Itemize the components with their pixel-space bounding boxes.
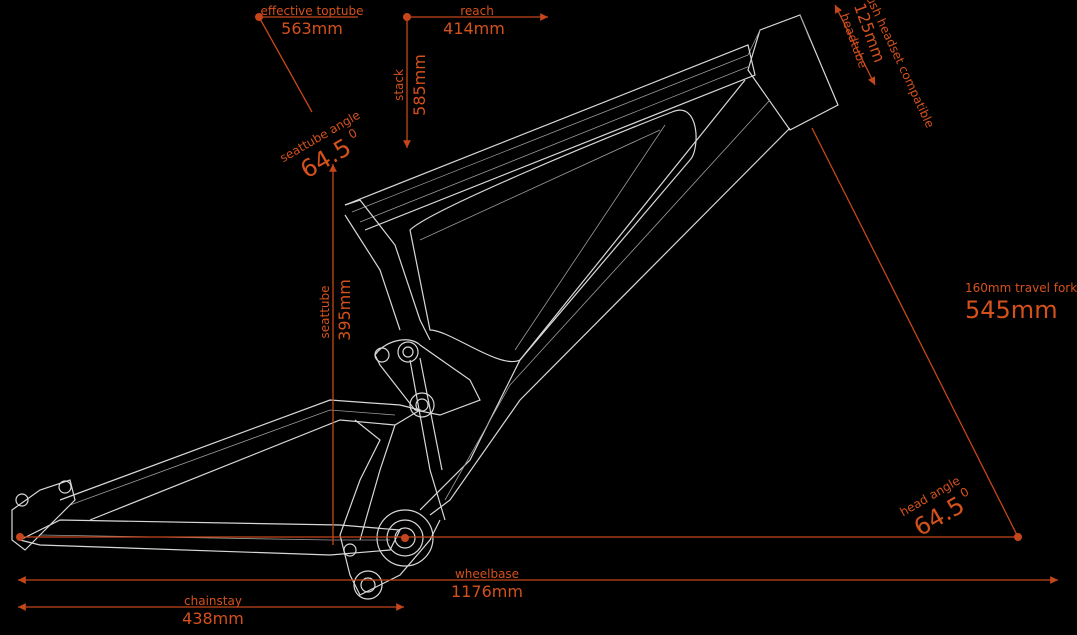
stack-label: stack [392, 69, 406, 101]
head-angle-unit: 0 [958, 485, 972, 501]
chainstay-label: chainstay [184, 594, 242, 608]
toptube-label: effective toptube [261, 4, 364, 18]
reach-value: 414mm [443, 19, 505, 38]
stack-value: 585mm [410, 54, 429, 116]
seattube-angle-unit: 0 [346, 126, 360, 142]
reach-label: reach [460, 4, 494, 18]
seattube-value: 395mm [335, 279, 354, 341]
fork-value: 545mm [965, 296, 1058, 324]
toptube-value: 563mm [281, 19, 343, 38]
chainstay-value: 438mm [182, 609, 244, 628]
fork-label: 160mm travel fork [965, 281, 1077, 295]
head-angle-group: head angle 64.5 0 [897, 474, 972, 542]
seattube-label: seattube [318, 285, 332, 338]
wheelbase-label: wheelbase [455, 567, 519, 581]
wheelbase-value: 1176mm [451, 582, 523, 601]
dimension-lines [16, 4, 1058, 611]
seattube-angle-group: seattube angle 64.5 0 [277, 108, 362, 184]
